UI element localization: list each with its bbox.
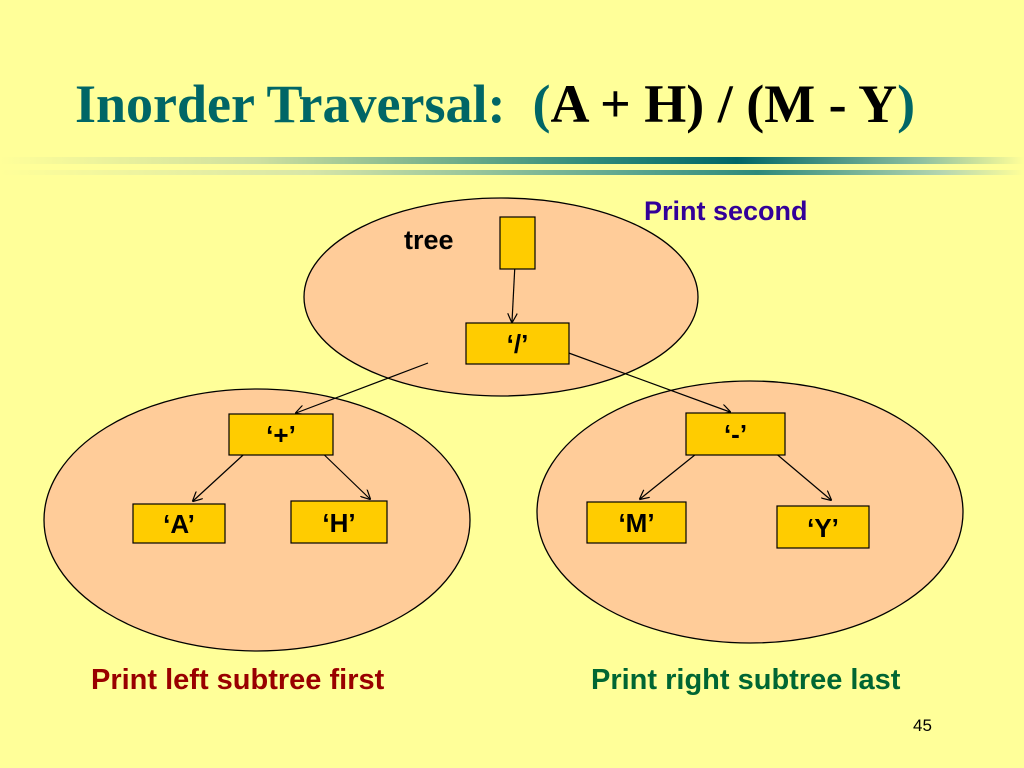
tree-node-root: ‘/’	[465, 322, 570, 365]
print-right-subtree-label: Print right subtree last	[591, 664, 901, 696]
node-plus-label: ‘+’	[266, 420, 296, 450]
tree-node-y: ‘Y’	[776, 505, 870, 549]
title-expression: A + H) / (M - Y	[550, 74, 898, 134]
node-m-label: ‘M’	[618, 508, 654, 538]
tree-pointer-label: tree	[404, 225, 454, 255]
title-open-paren: (	[532, 74, 551, 134]
node-root-label: ‘/’	[507, 329, 529, 359]
tree-pointer-box	[499, 216, 536, 270]
title-close-paren: )	[897, 74, 916, 134]
tree-node-minus: ‘-’	[685, 412, 786, 456]
print-second-label: Print second	[644, 196, 808, 226]
title-rule-top	[0, 157, 1024, 164]
tree-node-h: ‘H’	[290, 500, 388, 544]
node-y-label: ‘Y’	[807, 513, 839, 543]
tree-node-a: ‘A’	[132, 503, 226, 544]
node-a-label: ‘A’	[163, 509, 195, 539]
edge-root-to-plus	[296, 362, 429, 413]
tree-node-m: ‘M’	[586, 501, 687, 544]
tree-node-plus: ‘+’	[228, 413, 334, 456]
node-minus-label: ‘-’	[724, 419, 747, 449]
edge-root-to-minus	[565, 351, 730, 412]
slide-title: Inorder Traversal: (A + H) / (M - Y)	[75, 72, 915, 136]
root-subtree-ellipse	[303, 197, 699, 397]
print-left-subtree-label: Print left subtree first	[91, 664, 385, 696]
node-h-label: ‘H’	[322, 508, 355, 538]
title-prefix: Inorder Traversal:	[75, 74, 506, 134]
left-subtree-ellipse	[43, 388, 471, 652]
right-subtree-ellipse	[536, 380, 964, 644]
title-rule-bottom	[0, 170, 1024, 175]
slide-page-number: 45	[913, 716, 932, 735]
